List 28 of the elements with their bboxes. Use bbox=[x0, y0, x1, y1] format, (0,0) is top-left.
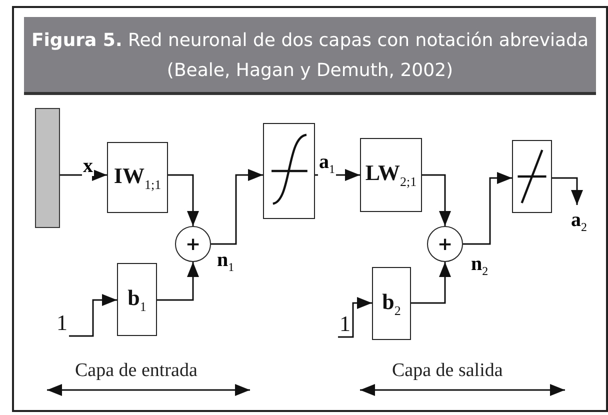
sum-circle bbox=[427, 226, 463, 262]
layer-label: Capa de salida bbox=[392, 360, 503, 382]
weight-box bbox=[107, 142, 168, 213]
weight-box bbox=[360, 138, 422, 212]
sum-circle bbox=[175, 226, 211, 262]
node-label: LW$_{2;1}$ bbox=[365, 160, 417, 190]
bias-box bbox=[117, 263, 157, 336]
arrow bbox=[157, 262, 199, 301]
arrow bbox=[69, 294, 117, 337]
layer-label: Capa de entrada bbox=[75, 360, 198, 382]
figure-title: Figura 5. Red neuronal de dos capas con notación abreviada (Beale, Hagan y Demuth, 2002) bbox=[24, 17, 596, 95]
node-label: + bbox=[185, 234, 201, 254]
arrow bbox=[552, 177, 583, 205]
arrow bbox=[463, 172, 512, 245]
input-constant: 1 bbox=[338, 313, 352, 337]
arrow bbox=[168, 174, 199, 226]
arrow bbox=[338, 297, 372, 338]
input-constant: 1 bbox=[55, 312, 69, 336]
arrow bbox=[211, 169, 263, 245]
node-label: + bbox=[437, 234, 453, 254]
arrow bbox=[422, 174, 451, 226]
node-label: IW$_{1;1}$ bbox=[114, 162, 162, 192]
input-bar bbox=[35, 108, 60, 228]
arrow bbox=[411, 262, 451, 304]
bias-box bbox=[372, 267, 411, 340]
node-label: b$_{1}$ bbox=[128, 284, 146, 314]
node-label: b$_{2}$ bbox=[382, 288, 401, 318]
arrow bbox=[60, 169, 107, 181]
